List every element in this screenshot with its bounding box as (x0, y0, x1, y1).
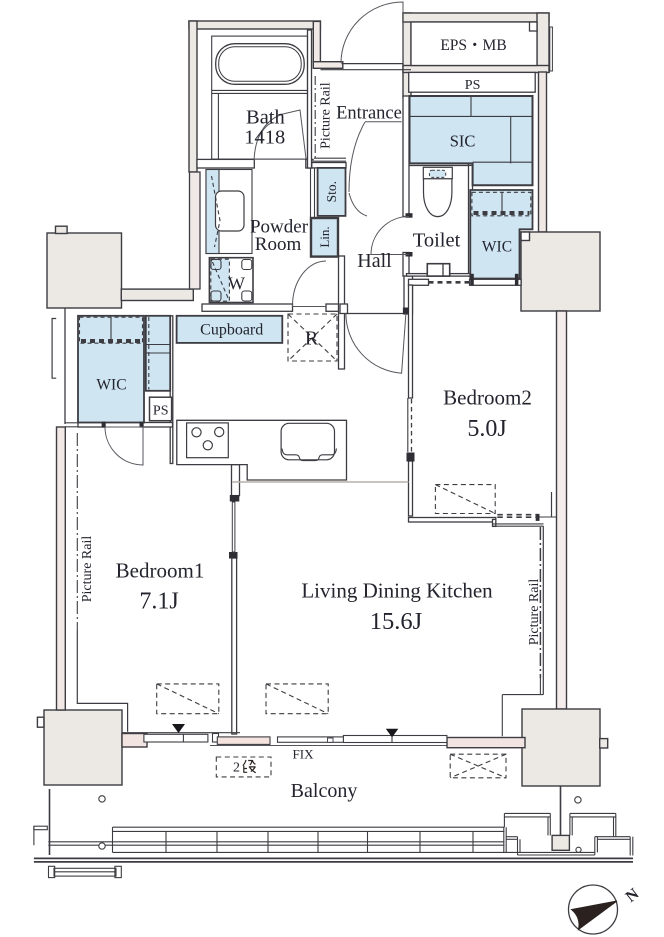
svg-text:PS: PS (153, 404, 169, 419)
svg-text:Balcony: Balcony (291, 780, 358, 802)
svg-text:1418: 1418 (244, 127, 285, 149)
svg-text:Entrance: Entrance (336, 104, 402, 124)
svg-text:WIC: WIC (482, 239, 512, 256)
svg-text:Powder: Powder (250, 217, 309, 238)
svg-text:Picture Rail: Picture Rail (527, 579, 542, 646)
svg-text:Living Dining Kitchen: Living Dining Kitchen (301, 579, 493, 603)
svg-text:Picture Rail: Picture Rail (318, 82, 333, 149)
svg-text:WIC: WIC (96, 377, 126, 394)
svg-text:15.6J: 15.6J (370, 608, 423, 635)
svg-text:Room: Room (255, 234, 302, 255)
svg-text:EPS・MB: EPS・MB (440, 37, 506, 54)
svg-text:Toilet: Toilet (413, 230, 461, 252)
svg-text:Lin.: Lin. (317, 226, 332, 247)
svg-text:PS: PS (465, 78, 481, 93)
svg-text:Picture Rail: Picture Rail (80, 536, 95, 603)
svg-text:FIX: FIX (293, 747, 315, 762)
svg-text:7.1J: 7.1J (139, 589, 178, 615)
svg-text:Bath: Bath (246, 107, 285, 129)
svg-text:N: N (623, 885, 643, 906)
svg-text:Sto.: Sto. (324, 181, 339, 202)
svg-text:R: R (305, 328, 319, 350)
svg-text:SIC: SIC (450, 132, 476, 151)
svg-text:Cupboard: Cupboard (200, 322, 263, 339)
svg-text:5.0J: 5.0J (467, 416, 506, 442)
svg-text:Hall: Hall (357, 250, 392, 272)
svg-text:2: 2 (233, 761, 240, 776)
svg-text:Bedroom2: Bedroom2 (443, 386, 532, 410)
svg-text:Bedroom1: Bedroom1 (116, 559, 205, 583)
svg-text:W: W (228, 274, 245, 294)
